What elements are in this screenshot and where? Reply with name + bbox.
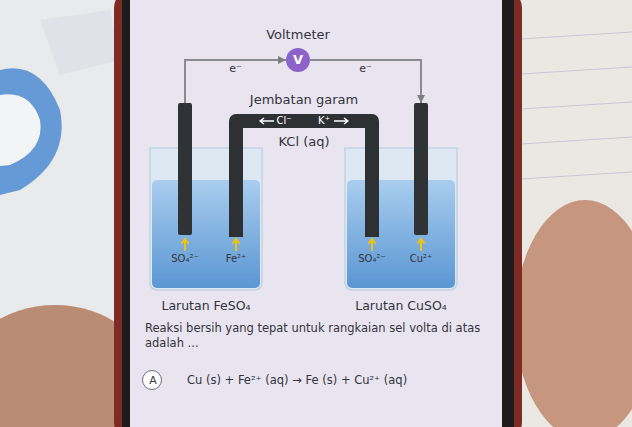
ion-label: Cl⁻ xyxy=(276,115,291,127)
solution-label: Larutan CuSO₄ xyxy=(355,298,447,313)
thumb xyxy=(515,200,632,427)
electrode-fe xyxy=(178,103,192,235)
salt-bridge-tube xyxy=(229,114,379,237)
beaker-cell: SO₄²⁻ Cu²⁺ Larutan CuSO₄ xyxy=(343,103,459,318)
text-slot: Jembatan garam xyxy=(250,92,358,108)
electron-label: e⁻ xyxy=(229,63,242,75)
text-slot: Larutan CuSO₄ xyxy=(355,298,447,313)
text-slot: V xyxy=(293,52,303,68)
option-circle: A xyxy=(142,370,162,390)
beaker-left xyxy=(150,148,262,290)
bag-print xyxy=(0,94,41,166)
paper-lines xyxy=(505,32,632,180)
salt-bridge: Jembatan garamCl⁻K⁺KCl (aq) xyxy=(229,114,379,237)
text-slot: SO₄²⁻ xyxy=(358,253,386,265)
label-slot: Reaksi bersih yang tepat untuk rangkaian… xyxy=(145,321,497,351)
ion-flow-arrow xyxy=(334,118,348,124)
bag-fold xyxy=(40,10,120,75)
text-slot: Fe²⁺ xyxy=(226,253,247,265)
bag-print xyxy=(0,68,62,195)
voltmeter: VoltmeterV xyxy=(286,48,310,72)
voltmeter-symbol: V xyxy=(293,52,303,68)
text-slot: KCl (aq) xyxy=(279,134,330,150)
beaker-right xyxy=(345,148,457,290)
phone-case xyxy=(114,0,522,427)
answer-option: Cu (s) + Fe²⁺ (aq) → Fe (s) + Cu²⁺ (aq) xyxy=(187,373,407,388)
salt-bridge-label: Jembatan garam xyxy=(250,92,358,108)
text-slot: Larutan FeSO₄ xyxy=(161,298,250,313)
phone-bezel xyxy=(122,0,514,427)
question-text: Reaksi bersih yang tepat untuk rangkaian… xyxy=(145,321,497,351)
text-slot: A xyxy=(149,374,157,387)
ion-label: Fe²⁺ xyxy=(226,253,247,265)
ion-label: Cu²⁺ xyxy=(410,253,433,265)
phone-screen xyxy=(130,0,502,427)
voltmeter-label: Voltmeter xyxy=(266,27,330,43)
option-letter: A xyxy=(149,374,157,387)
label-slot: Cu (s) + Fe²⁺ (aq) → Fe (s) + Cu²⁺ (aq) xyxy=(187,373,487,388)
beaker-cell: SO₄²⁻ Fe²⁺ Larutan FeSO₄ xyxy=(148,103,264,318)
electron-label: e⁻ xyxy=(359,63,372,75)
electrolyte-formula: KCl (aq) xyxy=(279,134,330,150)
text-slot: K⁺ xyxy=(318,115,330,127)
edge-label-slot: e⁻ xyxy=(229,63,242,75)
ion-label: SO₄²⁻ xyxy=(171,253,199,265)
ion-flow-arrow xyxy=(260,118,274,124)
electrode-cu xyxy=(414,103,428,235)
salt-bridge-body xyxy=(236,121,372,237)
text-slot: SO₄²⁻ xyxy=(171,253,199,265)
edge-label-slot: e⁻ xyxy=(359,63,372,75)
ion-label: SO₄²⁻ xyxy=(358,253,386,265)
ion-arrows xyxy=(182,239,424,250)
text-slot: Cu²⁺ xyxy=(410,253,433,265)
ion-label: K⁺ xyxy=(318,115,330,127)
text-slot: Voltmeter xyxy=(266,27,330,43)
text-slot: Cl⁻ xyxy=(276,115,291,127)
solution-label: Larutan FeSO₄ xyxy=(161,298,250,313)
